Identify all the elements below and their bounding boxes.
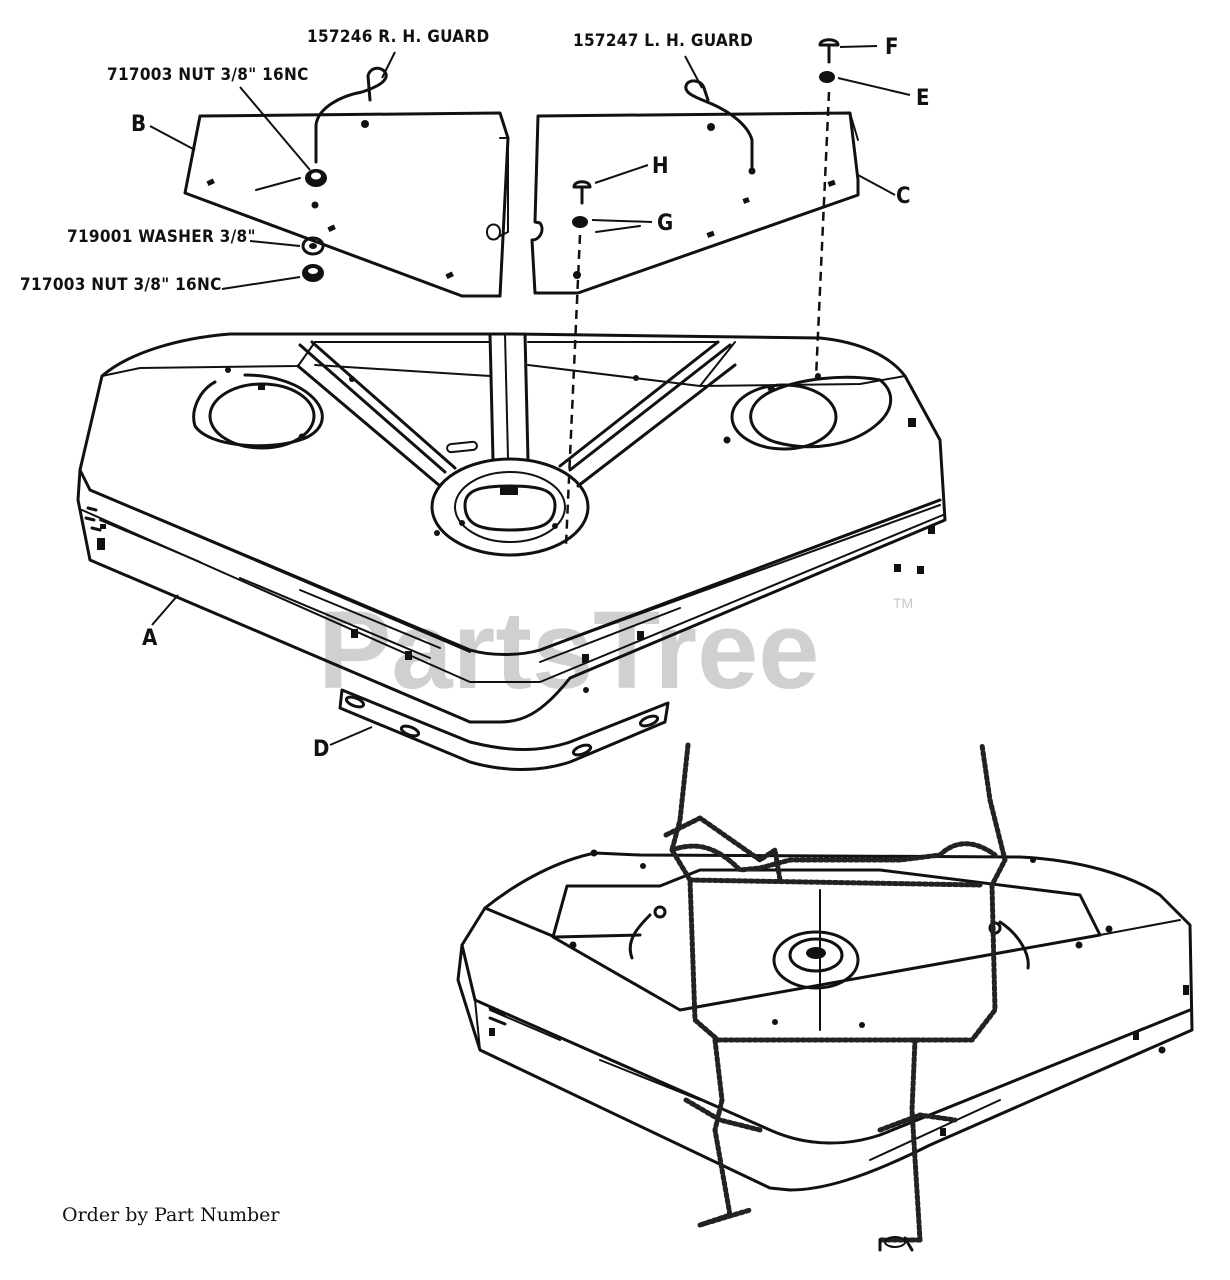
leader-b (149, 125, 196, 151)
callout-f: F (885, 35, 899, 60)
leader-d (329, 726, 373, 746)
label-lh-guard: 157247 L. H. GUARD (573, 31, 753, 51)
watermark-trademark: TM (893, 595, 913, 611)
assembled-mower-deck (456, 849, 1194, 1192)
leader-rh-guard (381, 51, 396, 79)
leader-nut-bottom (221, 276, 301, 290)
leader-h (594, 164, 649, 184)
callout-e: E (916, 86, 930, 111)
hitch-frame-phantom (663, 742, 1008, 1252)
label-nut-top: 717003 NUT 3/8" 16NC (107, 65, 309, 85)
part-a-mower-deck (76, 332, 947, 724)
callout-d: D (313, 737, 329, 762)
leader-g (591, 219, 653, 223)
leader-f (839, 45, 878, 48)
order-note: Order by Part Number (62, 1204, 280, 1226)
part-d-bumper-strip (338, 688, 670, 771)
leader-a (151, 594, 179, 626)
label-nut-bottom: 717003 NUT 3/8" 16NC (20, 275, 222, 295)
leader-c (857, 174, 896, 196)
callout-c: C (896, 184, 911, 209)
leader-washer (249, 240, 301, 247)
washer-e (819, 71, 835, 83)
callout-h: H (652, 154, 669, 179)
part-b-cover-plate (183, 111, 510, 298)
label-washer: 719001 WASHER 3/8" (67, 227, 256, 247)
washer-3-8 (301, 236, 325, 256)
assembly-line-e (814, 91, 831, 379)
leader-lh-guard (684, 55, 703, 89)
rh-guard-rod (314, 66, 388, 164)
bolt-h (572, 180, 592, 205)
washer-g (572, 216, 588, 228)
part-c-cover-plate (530, 111, 860, 295)
lh-guard-rod (684, 79, 754, 172)
nut-3-8-on-plate (305, 169, 327, 187)
bolt-f (818, 38, 840, 64)
label-rh-guard: 157246 R. H. GUARD (307, 27, 490, 47)
nut-3-8-bottom (302, 264, 324, 282)
callout-b: B (131, 112, 146, 137)
leader-nut-top (239, 86, 311, 171)
assembly-line-g (564, 234, 582, 546)
callout-a: A (142, 626, 158, 651)
callout-g: G (657, 211, 673, 236)
leader-e (837, 77, 911, 96)
